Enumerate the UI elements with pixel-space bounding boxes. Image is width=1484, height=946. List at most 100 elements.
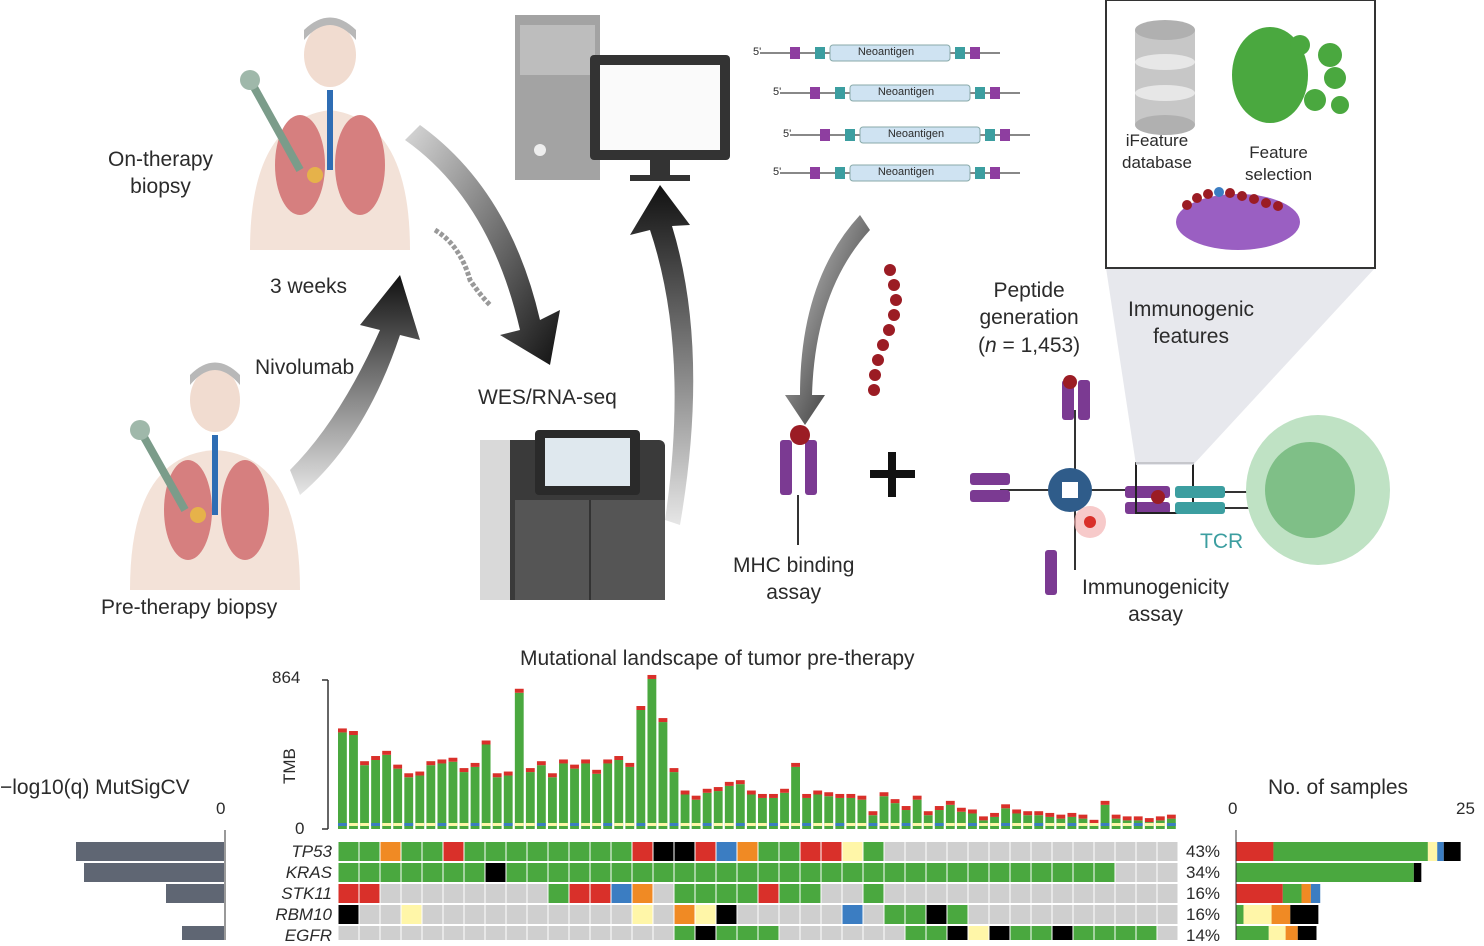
tmb-bar-segment — [1155, 823, 1165, 826]
construct-label: Neoantigen — [877, 166, 935, 178]
gene-label: STK11 — [281, 884, 332, 903]
tmb-bar — [1100, 804, 1110, 829]
gene-label: EGFR — [284, 926, 332, 945]
tmb-bar-segment — [890, 823, 900, 826]
tmb-bar-segment — [349, 731, 358, 736]
mutation-cell — [674, 842, 695, 861]
tmb-bar-segment — [636, 706, 646, 711]
mutation-cell — [632, 905, 653, 924]
tmb-bar — [614, 760, 624, 829]
mhc-top-view-icon — [1176, 187, 1300, 250]
samples-bar-segment — [1236, 863, 1414, 882]
mutation-cell — [485, 863, 506, 882]
tmb-bar-segment — [901, 823, 911, 826]
mutation-cell — [590, 905, 611, 924]
mutation-cell — [695, 842, 716, 861]
tmb-bar-segment — [735, 823, 745, 826]
tmb-bar — [415, 775, 425, 829]
peptide-chain — [868, 264, 902, 396]
mutation-cell — [1010, 863, 1031, 882]
mutation-cell — [1094, 926, 1115, 940]
tmb-bar-segment — [956, 807, 966, 812]
tmb-bar-segment — [614, 823, 624, 826]
tmb-bar-segment — [868, 823, 878, 826]
tmb-bar — [857, 799, 867, 829]
mutation-cell — [800, 842, 821, 861]
tmb-bar — [846, 797, 856, 829]
mutation-cell — [1115, 842, 1136, 861]
mutation-cell — [821, 926, 842, 940]
mutation-cell — [737, 905, 758, 924]
mutation-cell — [947, 905, 968, 924]
gene-percent: 43% — [1186, 842, 1221, 861]
on-therapy-patient-illustration — [240, 17, 410, 250]
tmb-bar-segment — [404, 773, 414, 778]
tmb-bar — [769, 797, 778, 829]
mutation-cell — [716, 905, 737, 924]
construct-prefix: 5' — [783, 128, 792, 140]
samples-max-tick: 25 — [1456, 799, 1475, 818]
mutation-cell — [590, 842, 611, 861]
tmb-bar — [813, 794, 823, 829]
tmb-bar-segment — [1089, 823, 1099, 826]
tmb-bar — [437, 763, 447, 829]
mutation-cell — [611, 863, 632, 882]
sequencer-illustration — [480, 430, 665, 600]
tmb-bar-segment — [459, 768, 469, 773]
samples-bar-segment — [1285, 926, 1298, 940]
mutation-cell — [548, 863, 569, 882]
tmb-bar-segment — [945, 823, 955, 826]
tmb-bar-segment — [879, 823, 889, 826]
mutation-cell — [842, 926, 863, 940]
tmb-bar-segment — [968, 823, 977, 826]
tmb-bar-segment — [1166, 814, 1176, 819]
tmb-bar-segment — [426, 761, 436, 766]
mutation-cell — [380, 842, 401, 861]
mutation-cell — [821, 863, 842, 882]
tmb-bar-segment — [1034, 823, 1044, 826]
tmb-bar-segment — [581, 759, 590, 764]
arrow-seq-to-computer — [630, 185, 694, 525]
tmb-bar-segment — [901, 806, 911, 811]
mutation-cell — [1157, 863, 1178, 882]
mutation-cell — [1031, 863, 1052, 882]
tmb-max-tick: 864 — [272, 668, 301, 687]
tmb-bar-segment — [437, 823, 447, 826]
tmb-bar — [724, 785, 734, 829]
samples-bar-segment — [1301, 884, 1311, 903]
arrow-on-to-seq — [405, 125, 560, 365]
mutation-cell — [632, 926, 653, 940]
tmb-bar — [1133, 820, 1143, 829]
samples-bar-segment — [1236, 905, 1244, 924]
mutation-cell — [422, 905, 443, 924]
mutation-cell — [1010, 926, 1031, 940]
mutation-cell — [338, 842, 359, 861]
tmb-bar-segment — [382, 750, 392, 755]
samples-bar-segment — [1273, 842, 1428, 861]
tmb-bar — [404, 777, 414, 829]
mhc-molecule — [780, 425, 817, 545]
mutation-cell — [1052, 926, 1073, 940]
mutation-cell — [1094, 884, 1115, 903]
tmb-bar-segment — [990, 823, 999, 826]
mutation-cell — [1052, 884, 1073, 903]
tmb-bar — [349, 735, 358, 829]
tmb-bar-segment — [912, 823, 922, 826]
tmb-bar-segment — [536, 761, 546, 766]
tmb-bar — [780, 792, 789, 829]
tmb-bar — [669, 772, 679, 829]
mutation-cell — [905, 884, 926, 903]
samples-bar-segment — [1427, 842, 1438, 861]
samples-bar-segment — [1282, 884, 1302, 903]
mutation-cell — [485, 926, 506, 940]
tmb-bar — [470, 766, 480, 829]
samples-axis-label: No. of samples — [1268, 776, 1409, 799]
mutation-cell — [632, 842, 653, 861]
mutation-cell — [926, 842, 947, 861]
mutation-cell — [842, 905, 863, 924]
mutation-cell — [779, 863, 800, 882]
tmb-bar — [1034, 815, 1044, 829]
tmb-bar-segment — [802, 793, 812, 798]
mutation-cell — [905, 863, 926, 882]
mutation-cell — [548, 884, 569, 903]
